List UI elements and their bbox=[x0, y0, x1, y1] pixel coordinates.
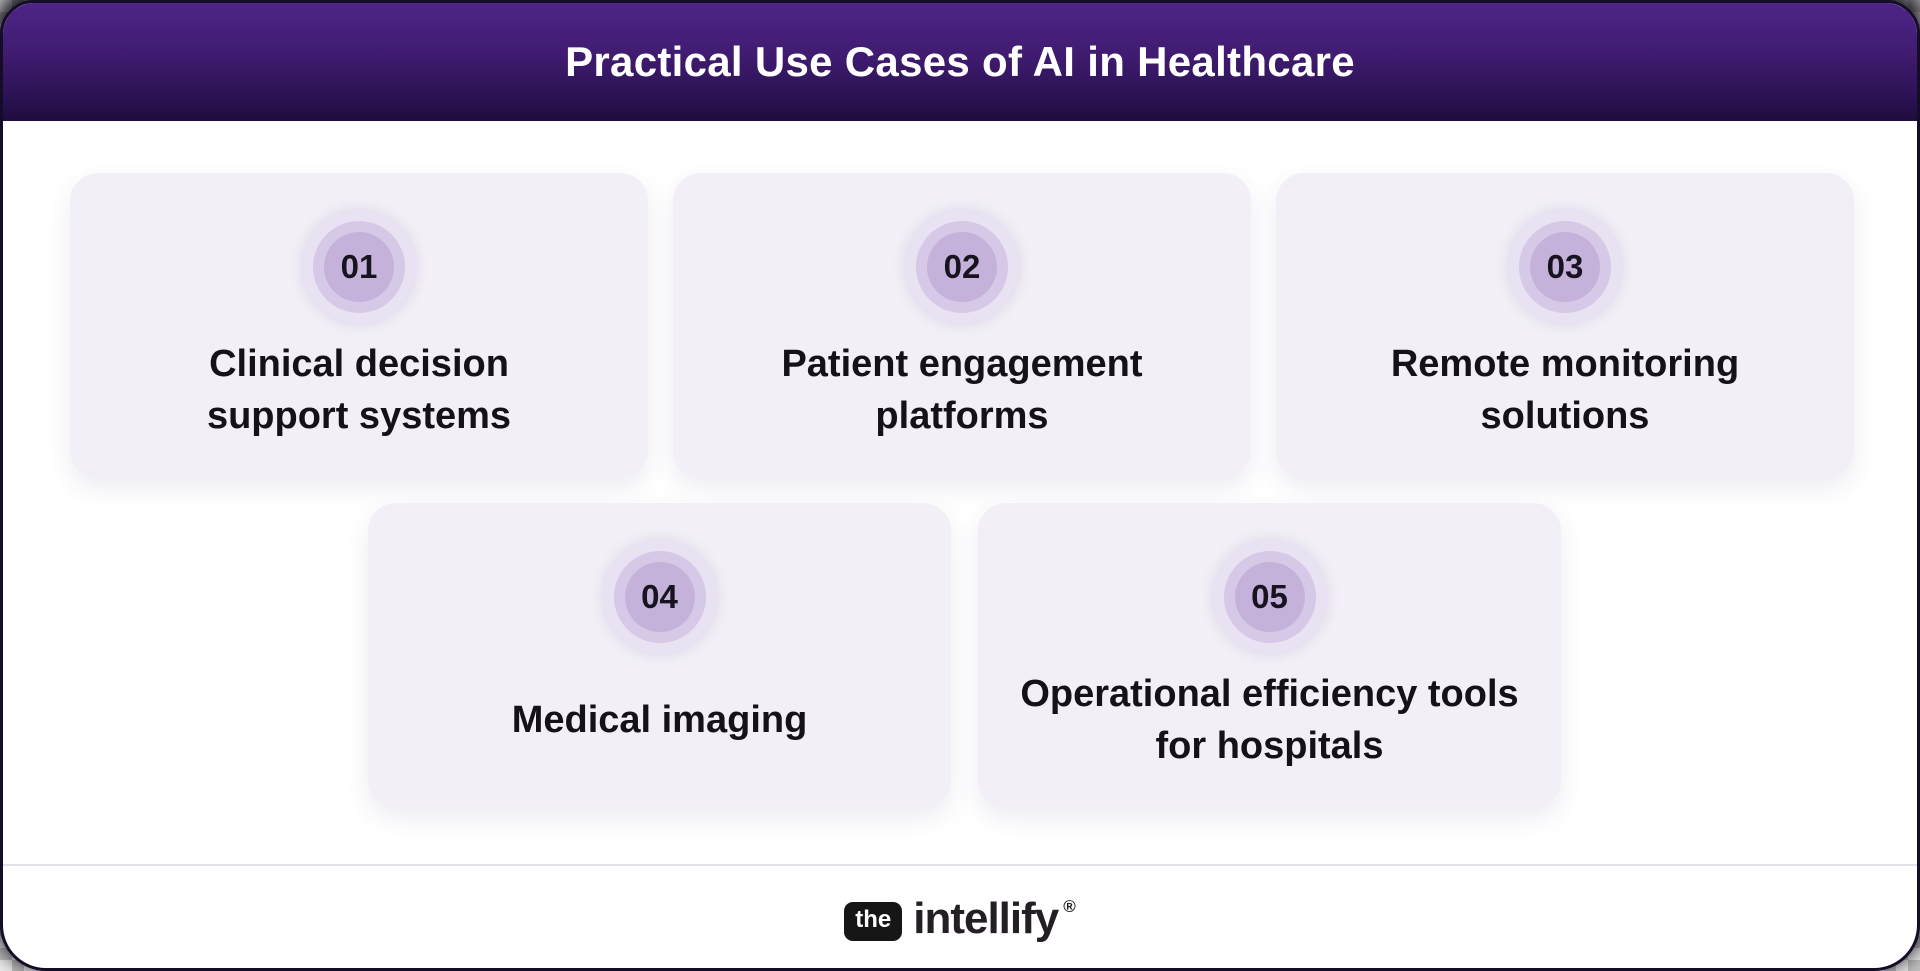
card-title: Patient engagement platforms bbox=[673, 338, 1251, 442]
badge-number: 03 bbox=[1546, 248, 1584, 285]
card-title-line: Medical imaging bbox=[511, 699, 808, 741]
brand-name: intellify bbox=[913, 894, 1059, 943]
badge-ring: 02 bbox=[927, 232, 997, 302]
badge-ring: 03 bbox=[1519, 221, 1611, 313]
registered-mark-icon: ® bbox=[1063, 897, 1076, 916]
badge-ring: 03 bbox=[1530, 232, 1600, 302]
card-title-line: Clinical decision bbox=[209, 343, 509, 385]
badge-ring: 04 bbox=[624, 562, 695, 632]
badge-number: 04 bbox=[641, 578, 678, 615]
card-title-line: support systems bbox=[206, 395, 512, 437]
card-title-line: Remote monitoring bbox=[1390, 343, 1740, 385]
number-badge: 02 bbox=[906, 211, 1018, 323]
card-title-line: for hospitals bbox=[1155, 725, 1384, 767]
badge-number: 02 bbox=[943, 248, 981, 285]
badge-number: 01 bbox=[340, 248, 378, 285]
card-title: Medical imaging bbox=[368, 668, 951, 772]
badge-number: 05 bbox=[1251, 578, 1288, 615]
badge-ring: 02 bbox=[916, 221, 1008, 313]
card-title: Operational efficiency tools for hospita… bbox=[978, 668, 1561, 772]
brand-logo: the intellify ® bbox=[3, 891, 1917, 951]
use-case-card-03: 03 Remote monitoring solutions bbox=[1276, 173, 1854, 478]
badge-ring: 05 bbox=[1234, 562, 1305, 632]
card-title: Clinical decision support systems bbox=[70, 338, 648, 442]
footer-divider bbox=[3, 864, 1917, 866]
card-title-line: Patient engagement bbox=[781, 343, 1143, 385]
number-badge: 03 bbox=[1509, 211, 1621, 323]
card-title: Remote monitoring solutions bbox=[1276, 338, 1854, 442]
brand-the-badge: the bbox=[844, 901, 903, 941]
number-badge: 01 bbox=[303, 211, 415, 323]
use-case-card-02: 02 Patient engagement platforms bbox=[673, 173, 1251, 478]
badge-ring: 01 bbox=[313, 221, 405, 313]
card-title-line: platforms bbox=[875, 395, 1049, 437]
use-case-card-04: 04 Medical imaging bbox=[368, 503, 951, 808]
card-title-line: Operational efficiency tools bbox=[1020, 673, 1519, 715]
number-badge: 05 bbox=[1213, 541, 1326, 653]
page-title: Practical Use Cases of AI in Healthcare bbox=[565, 38, 1355, 85]
badge-ring: 04 bbox=[613, 551, 706, 643]
header-banner: Practical Use Cases of AI in Healthcare bbox=[3, 3, 1917, 121]
badge-ring: 05 bbox=[1223, 551, 1316, 643]
use-case-card-01: 01 Clinical decision support systems bbox=[70, 173, 648, 478]
card-title-line: solutions bbox=[1480, 395, 1650, 437]
number-badge: 04 bbox=[603, 541, 716, 653]
use-case-card-05: 05 Operational efficiency tools for hosp… bbox=[978, 503, 1561, 808]
badge-ring: 01 bbox=[324, 232, 394, 302]
